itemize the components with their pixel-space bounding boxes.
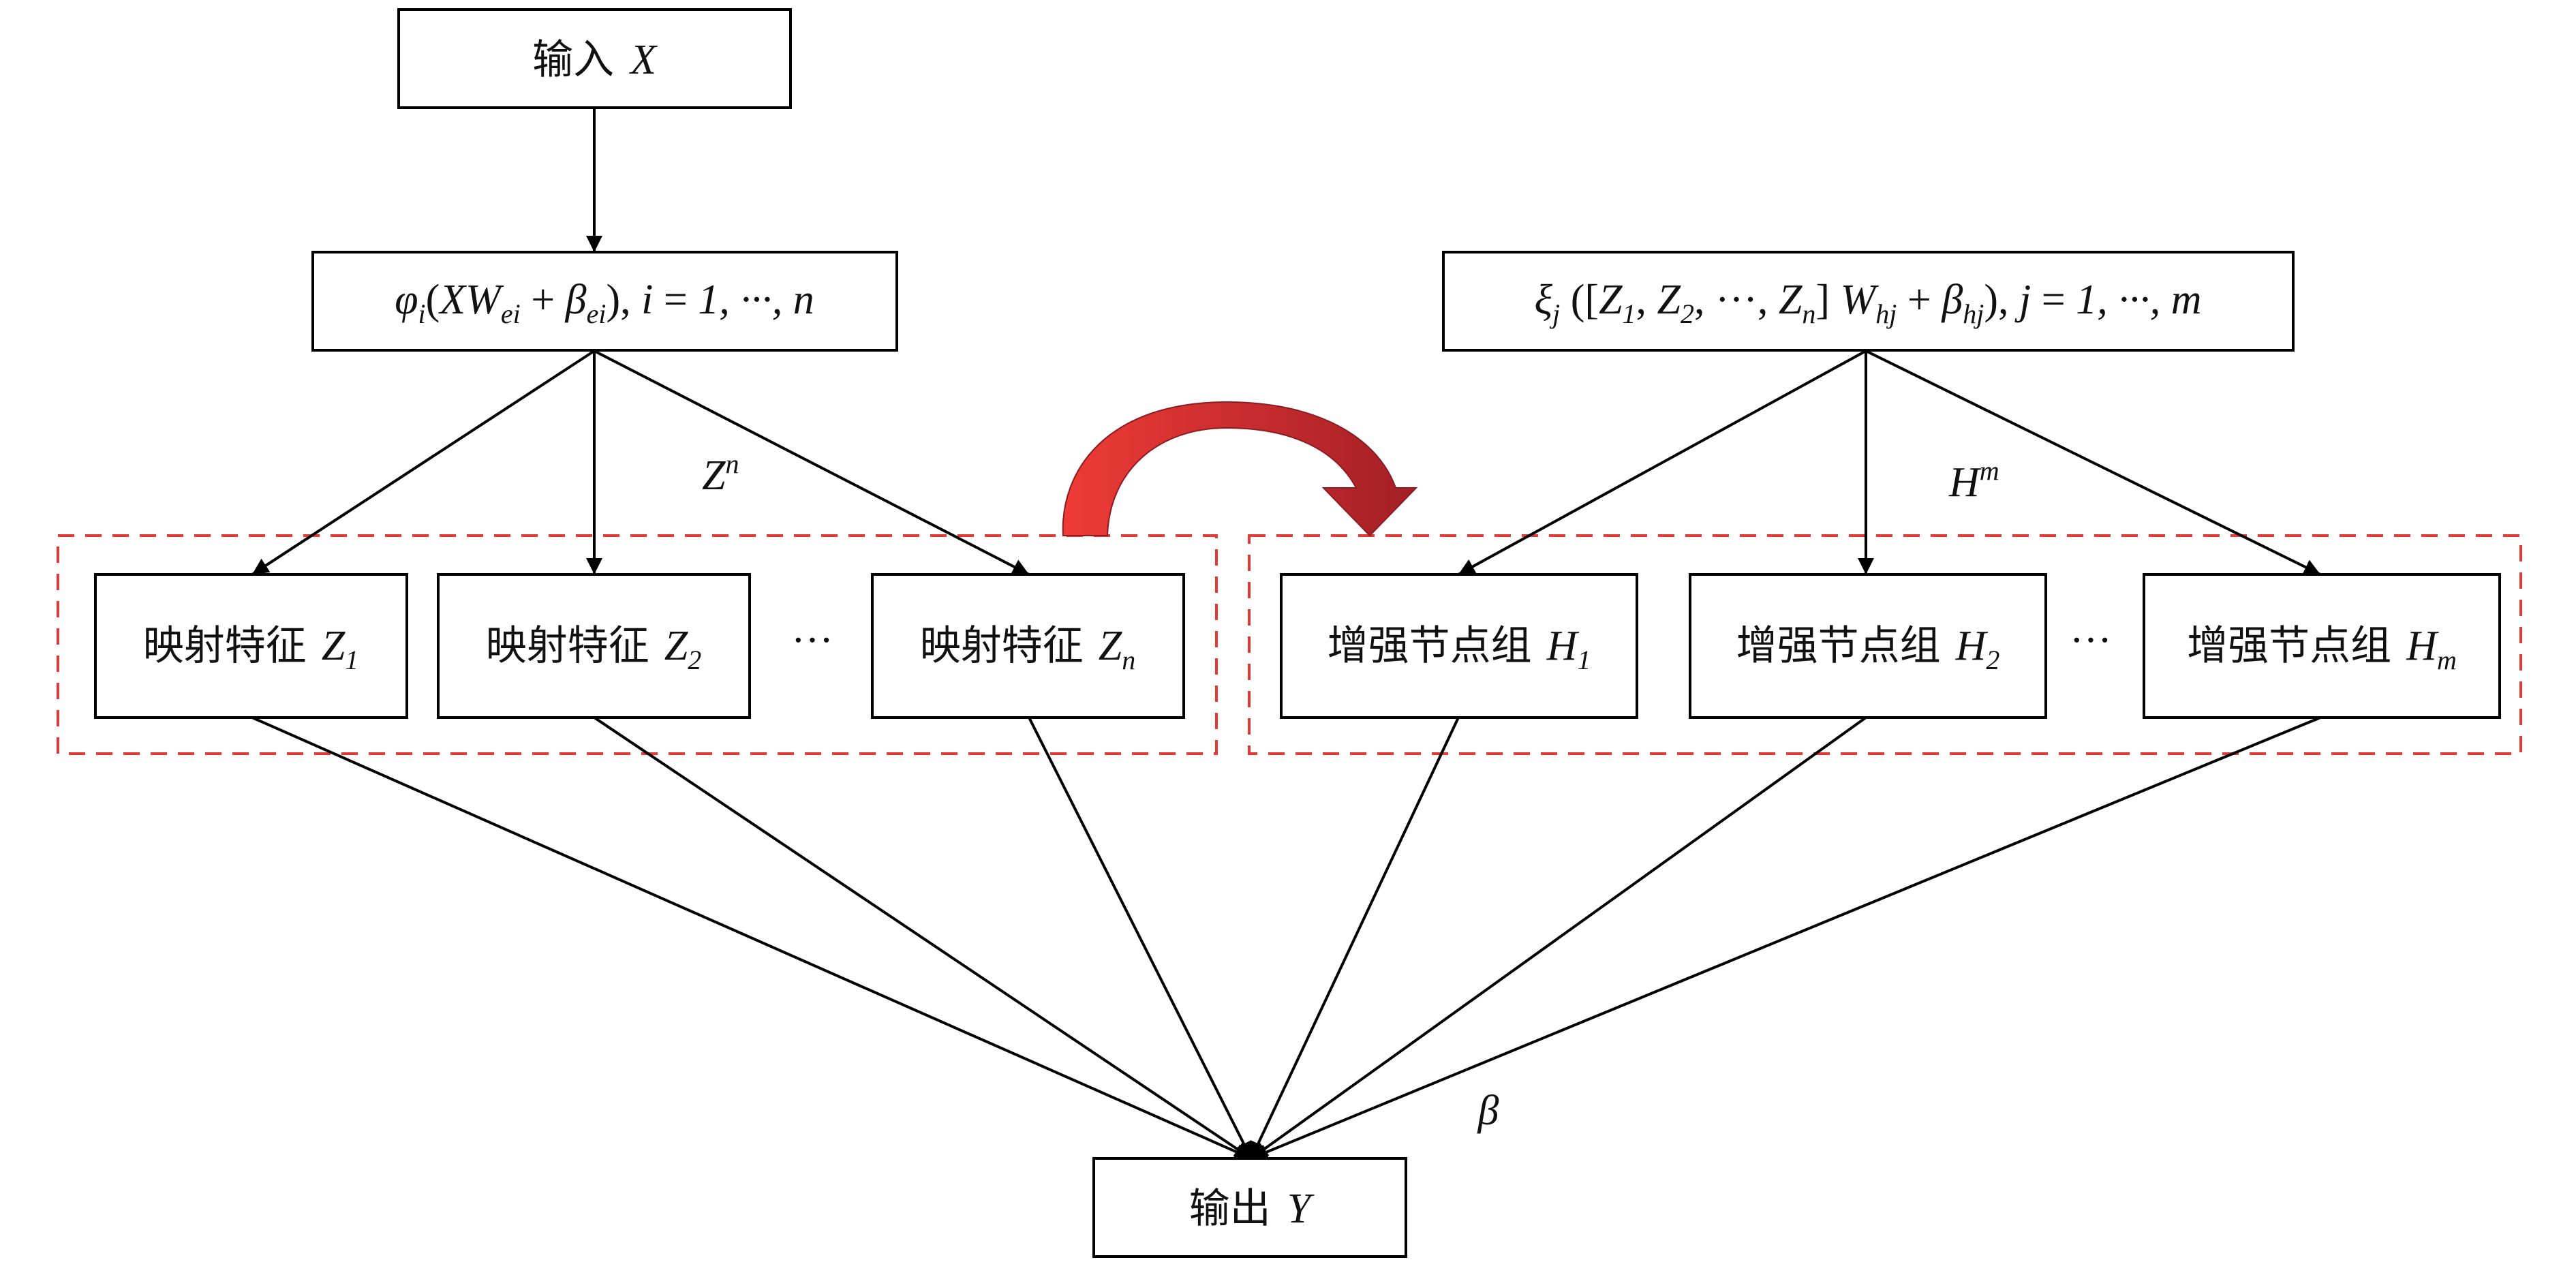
enhance-node-hm <box>2143 573 2501 719</box>
output-weight-label: β <box>1477 1088 1499 1134</box>
edge-mapping-to-zn <box>594 350 1030 576</box>
edge-enhance-to-h1 <box>1458 350 1867 576</box>
mapping-function-formula: φi(XWei + βei), i = 1, ···, n <box>395 277 814 329</box>
edge-z1-to-output <box>251 716 1252 1160</box>
feature-group-region <box>57 534 1218 755</box>
edge-h1-to-output <box>1250 717 1460 1159</box>
edge-mapping-to-z1 <box>251 350 596 576</box>
edge-hm-to-output <box>1251 716 2321 1160</box>
feature-group-label: Zn <box>702 448 739 499</box>
enhance-node-h1 <box>1280 573 1638 719</box>
feature-node-zn <box>871 573 1185 719</box>
edges <box>251 109 2321 1160</box>
feature-node-z1 <box>94 573 408 719</box>
enhance-function-formula: ξj ([Z1, Z2, ···, Zn] Whj + βhj), j = 1,… <box>1535 277 2202 329</box>
enhance-function-box <box>1442 251 2295 352</box>
mapping-function-box <box>311 251 898 352</box>
enhance-group-region <box>1248 534 2522 755</box>
edge-enhance-to-hm <box>1865 350 2321 576</box>
curved-transfer-arrow <box>1062 401 1418 537</box>
enhance-node-h2 <box>1689 573 2047 719</box>
edge-z2-to-output <box>593 716 1253 1160</box>
enhance-ellipsis: ··· <box>2070 617 2112 664</box>
edge-h2-to-output <box>1250 716 1867 1160</box>
feature-node-z2 <box>437 573 751 719</box>
edge-zn-to-output <box>1028 717 1253 1159</box>
input-box <box>397 8 792 109</box>
enhance-group-label: Hm <box>1948 455 1999 506</box>
feature-ellipsis: ··· <box>791 617 833 664</box>
output-box <box>1092 1157 1407 1258</box>
